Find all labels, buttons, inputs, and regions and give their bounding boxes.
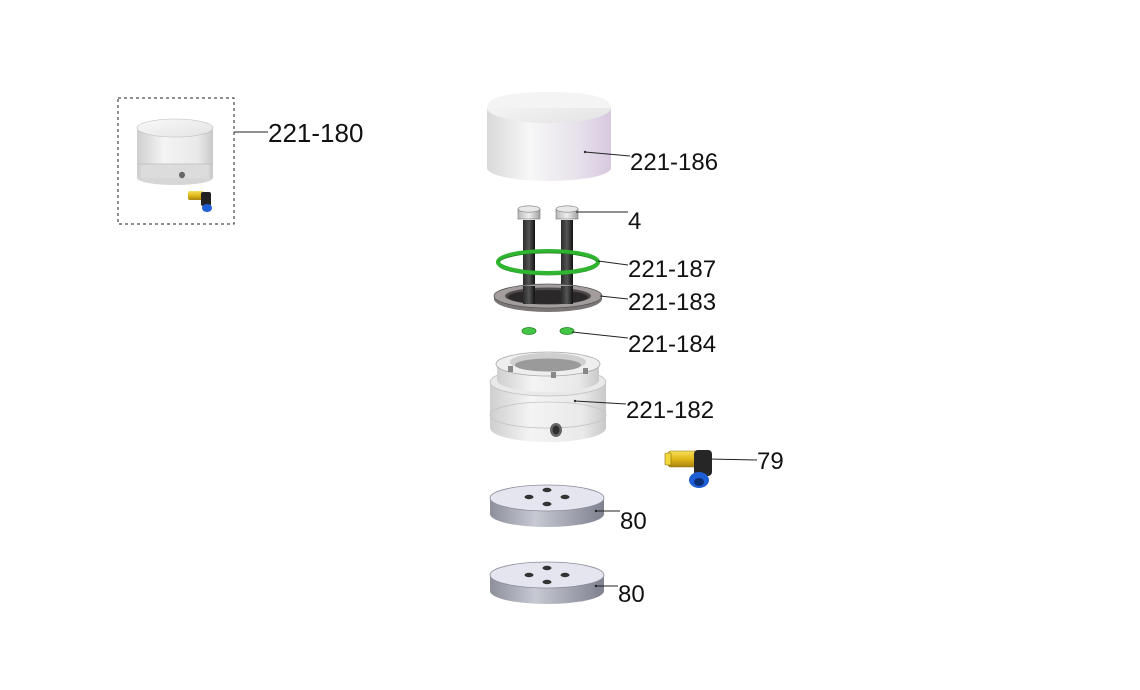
part-o-ring: 221-187: [496, 249, 716, 283]
o-ring-leader: [597, 260, 629, 266]
assembly-frame: [117, 97, 235, 225]
small-o-rings-label: 221-184: [628, 331, 716, 358]
bolt-head-right: [555, 205, 579, 220]
part-fitting: 79: [664, 448, 784, 488]
housing-leader: [574, 400, 627, 405]
part-plate-upper: 80: [489, 484, 647, 535]
assembly-label: 221-180: [268, 118, 363, 148]
plate-upper-label: 80: [620, 508, 647, 535]
cap-label: 221-186: [630, 149, 718, 176]
housing-label: 221-182: [626, 397, 714, 424]
assembly-mini-fitting: [188, 191, 212, 212]
part-small-o-rings: 221-184: [521, 327, 716, 358]
part-cap: 221-186: [487, 92, 718, 181]
assembly-mini-unit: [136, 118, 214, 185]
bolt-head-left: [517, 205, 541, 220]
part-seal: 221-183: [493, 283, 716, 316]
fitting-leader: [707, 458, 758, 461]
o-ring-label: 221-187: [628, 256, 716, 283]
part-housing: 221-182: [489, 351, 714, 442]
small-o-rings-leader: [571, 331, 629, 339]
seal-leader: [599, 295, 629, 300]
seal-label: 221-183: [628, 289, 716, 316]
plate-lower-label: 80: [618, 581, 645, 608]
part-plate-lower: 80: [489, 561, 645, 608]
assembly-preview: 221-180: [117, 97, 363, 225]
cap-leader: [584, 151, 631, 157]
fitting-label: 79: [757, 448, 784, 475]
bolts-label: 4: [628, 208, 641, 235]
